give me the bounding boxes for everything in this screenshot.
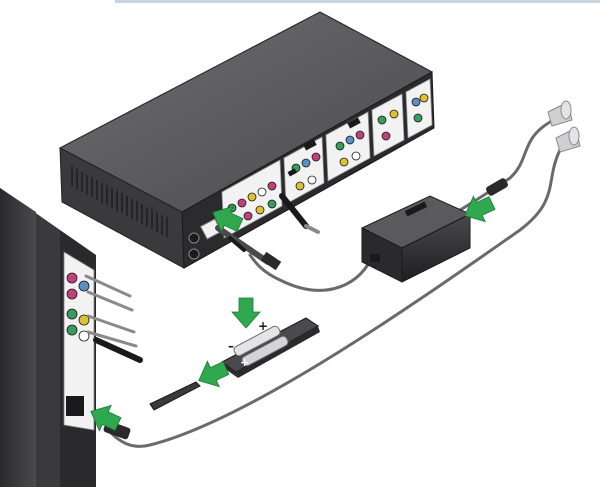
speaker-jacks bbox=[66, 272, 90, 342]
battery-minus-label: – bbox=[228, 339, 234, 353]
speaker-cables bbox=[84, 274, 143, 363]
vent-grille bbox=[71, 166, 168, 237]
battery-icon bbox=[233, 325, 289, 367]
battery-plus-lower-label: + bbox=[240, 356, 249, 369]
insertion-arrow-icon bbox=[231, 297, 261, 329]
power-socket bbox=[66, 396, 84, 416]
ac-plug-icon bbox=[555, 126, 581, 153]
hdmi-ports bbox=[287, 117, 361, 177]
battery-cover-icon bbox=[149, 381, 201, 411]
cord-connector bbox=[486, 178, 508, 196]
ac-plug-icon bbox=[547, 100, 573, 127]
battery-plus-label: + bbox=[258, 319, 268, 333]
console-cables bbox=[215, 193, 320, 271]
power-input-jack bbox=[188, 218, 223, 260]
speaker-module-icon bbox=[0, 188, 143, 487]
power-supply-brick-icon bbox=[360, 195, 472, 283]
power-cables bbox=[108, 120, 562, 448]
console-unit-icon bbox=[58, 11, 435, 269]
